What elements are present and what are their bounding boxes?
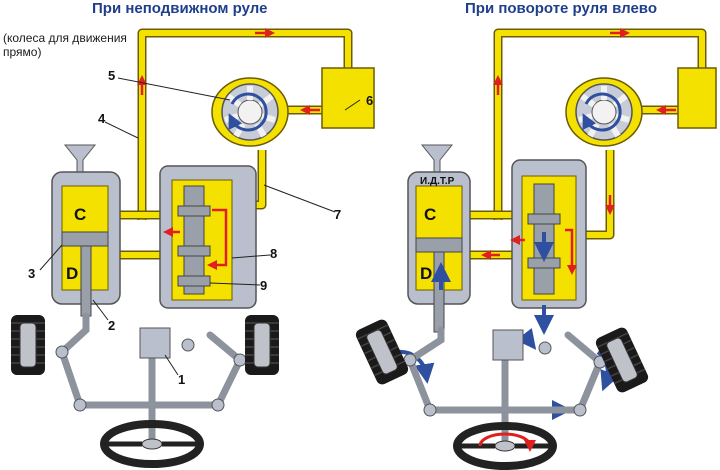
left-pump bbox=[212, 78, 288, 146]
left-reservoir bbox=[321, 67, 375, 129]
label-c-right: С bbox=[424, 205, 437, 224]
right-piston bbox=[415, 237, 463, 253]
callout-7: 7 bbox=[334, 207, 342, 222]
callout-2: 2 bbox=[108, 318, 116, 333]
left-diagram bbox=[10, 28, 375, 464]
left-piston bbox=[61, 231, 109, 247]
callout-5: 5 bbox=[108, 68, 116, 83]
callout-4: 4 bbox=[98, 111, 106, 126]
note-line-2: прямо) bbox=[3, 45, 42, 59]
callout-1: 1 bbox=[178, 372, 186, 387]
right-pump bbox=[566, 78, 642, 146]
left-wheel-right bbox=[244, 314, 280, 376]
note-line-1: (колеса для движения bbox=[3, 31, 127, 45]
right-diagram bbox=[353, 28, 717, 466]
left-wheel-left bbox=[10, 314, 46, 376]
label-d-left: D bbox=[66, 264, 79, 283]
mark-label: И.Д.Т.Р bbox=[420, 176, 455, 187]
callout-6: 6 bbox=[366, 93, 374, 108]
callout-8: 8 bbox=[270, 246, 278, 261]
label-d-right: D bbox=[420, 264, 433, 283]
title-left: При неподвижном руле bbox=[92, 0, 268, 17]
right-funnel bbox=[420, 144, 454, 173]
left-funnel bbox=[63, 144, 97, 173]
label-c-left: С bbox=[74, 205, 87, 224]
callout-3: 3 bbox=[28, 266, 36, 281]
title-right: При повороте руля влево bbox=[465, 0, 657, 17]
right-reservoir bbox=[677, 67, 717, 129]
callout-9: 9 bbox=[260, 278, 268, 293]
